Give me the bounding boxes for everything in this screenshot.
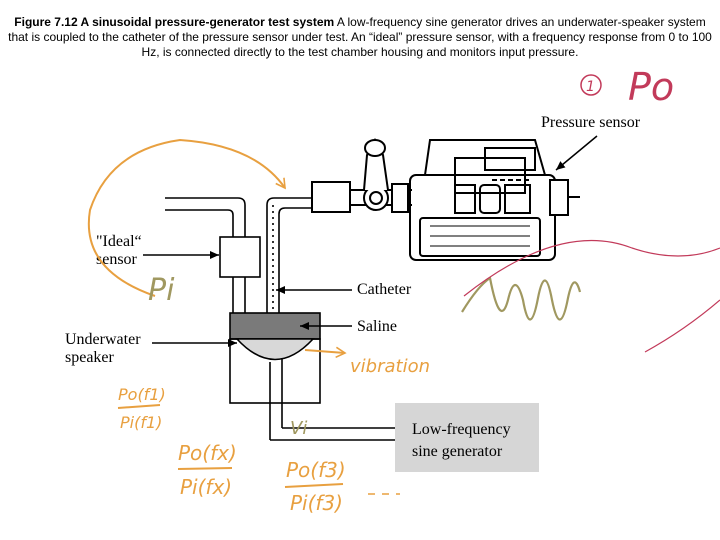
leader-arrows xyxy=(143,135,598,347)
underwater-speaker-label-line2: speaker xyxy=(65,349,114,366)
pressure-sensor-label: Pressure sensor xyxy=(541,114,641,131)
vibration-annotation: vibration xyxy=(350,356,430,377)
sine-sketch xyxy=(461,276,582,321)
red-curve xyxy=(463,239,720,297)
ratio3-bar xyxy=(284,483,344,488)
ratio3-denominator: Pi(f3) xyxy=(290,491,343,515)
vibration-arrow xyxy=(304,346,347,359)
ratio3-numerator: Po(f3) xyxy=(286,458,346,482)
figure-caption-title: Figure 7.12 A sinusoidal pressure-genera… xyxy=(14,15,335,29)
red-curve-2 xyxy=(644,299,720,353)
pressure-sensor-device xyxy=(409,139,580,261)
figure-caption-body: A low-frequency sine generator drives an… xyxy=(8,15,712,59)
ratio2-numerator: Po(fx) xyxy=(178,441,237,465)
feedback-loop-arrow xyxy=(87,138,286,297)
ideal-sensor-label-line2: sensor xyxy=(96,251,137,268)
generator-label-line2: sine generator xyxy=(412,443,503,460)
p-o-annotation: Po xyxy=(628,65,674,109)
circled-marker-ring xyxy=(580,74,602,96)
stopcock-valve xyxy=(311,137,412,213)
handwritten-annotations xyxy=(87,138,720,495)
underwater-speaker-label-line1: Underwater xyxy=(65,331,141,348)
ratio2-bar xyxy=(177,467,233,470)
generator-label-line1: Low-frequency xyxy=(412,421,511,438)
catheter-label: Catheter xyxy=(357,281,412,298)
saline-label: Saline xyxy=(357,318,397,335)
ratio1-numerator: Po(f1) xyxy=(118,385,166,404)
ideal-sensor-box xyxy=(219,236,261,278)
ratio2-denominator: Pi(fx) xyxy=(180,475,232,499)
ratio1-denominator: Pi(f1) xyxy=(120,413,162,432)
v-i-annotation: Vi xyxy=(290,418,307,439)
ratio1-bar xyxy=(117,404,161,409)
plumbing-tubes xyxy=(165,197,312,313)
circled-marker-text: 1 xyxy=(586,79,595,95)
ideal-sensor-label-line1: "Ideal“ xyxy=(96,233,142,250)
p-i-annotation: Pi xyxy=(148,273,175,308)
figure-caption: Figure 7.12 A sinusoidal pressure-genera… xyxy=(4,15,716,60)
sine-generator-box xyxy=(395,403,539,472)
